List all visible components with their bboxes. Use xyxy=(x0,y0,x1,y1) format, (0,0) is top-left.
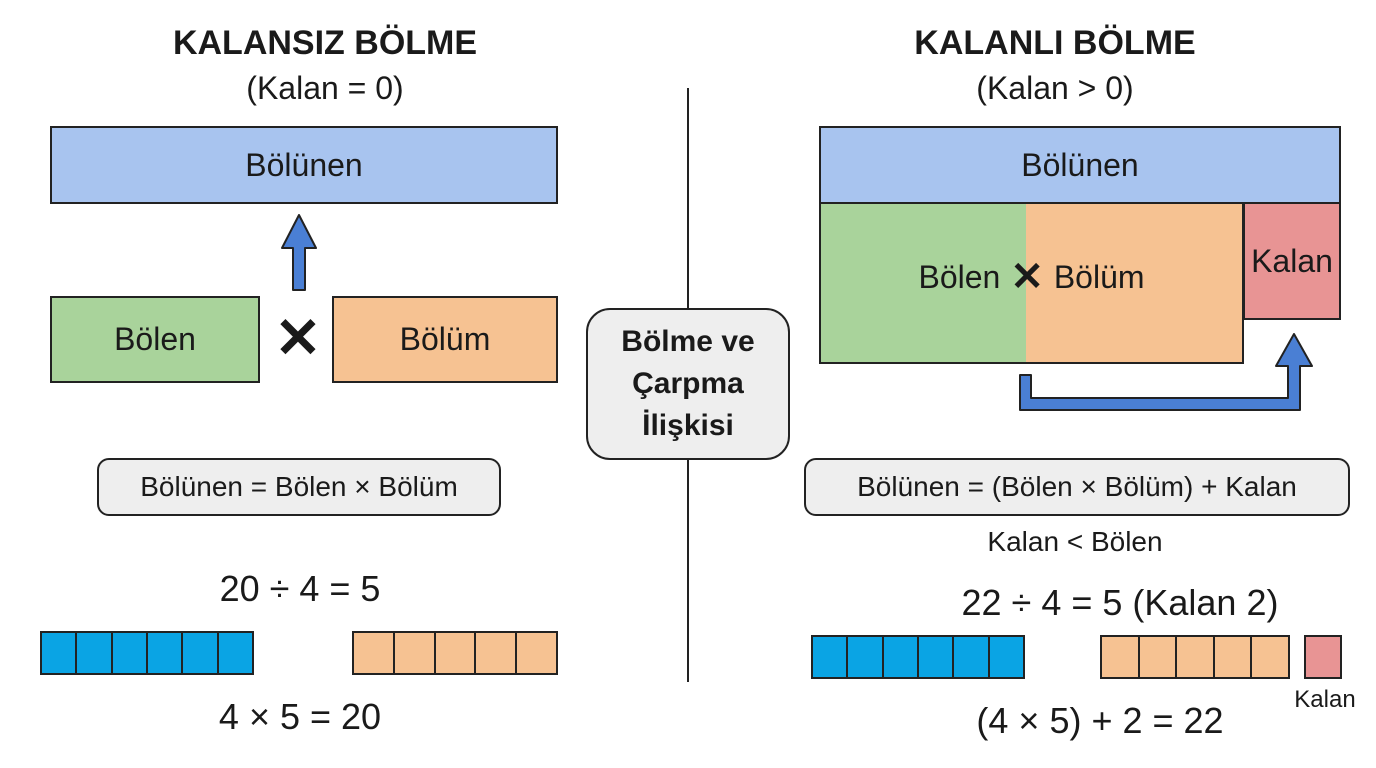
left-divisor-label: Bölen xyxy=(114,321,196,357)
right-quotient-region xyxy=(1026,204,1242,362)
left-example-division: 20 ÷ 4 = 5 xyxy=(219,568,381,609)
center-label-line3: İlişkisi xyxy=(642,409,734,442)
unit-cell-orange xyxy=(1139,637,1178,677)
unit-cell-blue xyxy=(848,637,884,677)
unit-cell-orange xyxy=(394,633,436,673)
right-dividend-label: Bölünen xyxy=(1021,146,1139,183)
right-product-label: Bölen ✕ Bölüm xyxy=(819,252,1244,302)
right-example-multiplication: (4 × 5) + 2 = 22 xyxy=(976,700,1224,741)
center-label-line1: Bölme ve xyxy=(621,325,755,358)
unit-cell-blue xyxy=(183,633,219,673)
left-divisor-box: Bölen xyxy=(50,296,260,383)
unit-cell-orange xyxy=(1252,637,1288,677)
left-dividend-label: Bölünen xyxy=(245,146,363,183)
left-example-multiplication: 4 × 5 = 20 xyxy=(218,696,382,737)
left-subtitle: (Kalan = 0) xyxy=(246,70,404,106)
right-title: KALANLI BÖLME xyxy=(914,24,1196,62)
unit-cell-orange xyxy=(1214,637,1253,677)
left-formula-text: Bölünen = Bölen × Bölüm xyxy=(140,471,458,502)
right-remainder-label: Kalan xyxy=(1251,242,1333,279)
unit-cell-blue xyxy=(918,637,955,677)
unit-cell-blue xyxy=(883,637,919,677)
right-remainder-units xyxy=(1304,635,1342,679)
unit-cell-blue xyxy=(42,633,78,673)
right-subtitle: (Kalan > 0) xyxy=(976,70,1134,106)
right-return-arrow-icon xyxy=(1019,333,1313,411)
right-quotient-units xyxy=(1100,635,1290,679)
right-formula: Bölünen = (Bölen × Bölüm) + Kalan xyxy=(804,458,1350,516)
unit-cell-blue xyxy=(954,637,990,677)
right-remainder-box: Kalan xyxy=(1243,202,1341,320)
unit-cell-orange xyxy=(354,633,395,673)
unit-cell-blue xyxy=(218,633,252,673)
left-up-arrow-icon xyxy=(281,214,317,291)
right-formula-text: Bölünen = (Bölen × Bölüm) + Kalan xyxy=(857,471,1297,502)
right-quotient-label: Bölüm xyxy=(1053,258,1145,295)
unit-cell-blue xyxy=(147,633,184,673)
left-quotient-label: Bölüm xyxy=(399,321,491,357)
center-label-box: Bölme ve Çarpma İlişkisi xyxy=(586,308,790,460)
unit-cell-orange xyxy=(1177,637,1215,677)
center-label-line2: Çarpma xyxy=(632,367,744,400)
left-formula: Bölünen = Bölen × Bölüm xyxy=(97,458,501,516)
left-title: KALANSIZ BÖLME xyxy=(172,24,478,62)
right-product-box xyxy=(819,202,1244,364)
right-example-division: 22 ÷ 4 = 5 (Kalan 2) xyxy=(961,582,1279,623)
unit-cell-orange xyxy=(1102,637,1140,677)
left-dividend-box: Bölünen xyxy=(50,126,558,204)
unit-cell-blue xyxy=(989,637,1023,677)
right-divisor-region xyxy=(821,204,1026,362)
unit-cell-orange xyxy=(517,633,556,673)
unit-cell-blue xyxy=(77,633,113,673)
unit-cell-blue xyxy=(813,637,849,677)
right-divisor-label: Bölen xyxy=(918,258,1001,295)
unit-cell-orange xyxy=(435,633,477,673)
right-times-icon: ✕ xyxy=(1010,255,1044,299)
unit-cell-orange xyxy=(476,633,518,673)
left-times-icon: ✕ xyxy=(274,306,322,369)
left-quotient-box: Bölüm xyxy=(332,296,558,383)
unit-cell-blue xyxy=(112,633,148,673)
right-condition: Kalan < Bölen xyxy=(987,526,1163,557)
left-divisor-units xyxy=(40,631,254,675)
right-divisor-units xyxy=(811,635,1025,679)
right-remainder-unit-label: Kalan xyxy=(1294,686,1356,713)
left-quotient-units xyxy=(352,631,558,675)
